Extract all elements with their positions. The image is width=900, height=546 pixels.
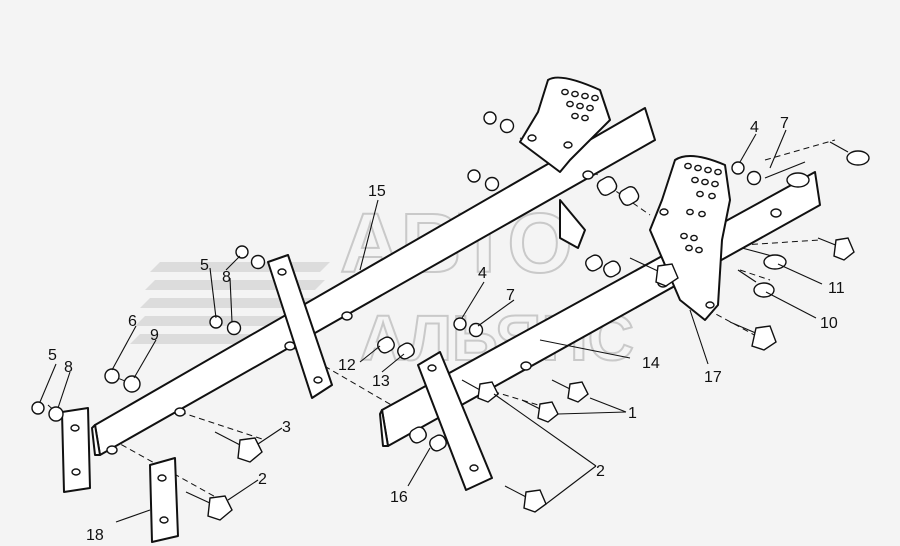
callout-17: 17 — [704, 369, 722, 386]
callout-11: 11 — [828, 280, 845, 297]
bracket-hole-pattern — [527, 88, 599, 149]
callout-9: 9 — [150, 327, 159, 344]
right-bracket-part-17 — [649, 155, 731, 321]
callout-18: 18 — [86, 527, 104, 544]
callout-8-center: 8 — [222, 269, 231, 286]
callout-14: 14 — [642, 355, 660, 372]
callout-6: 6 — [128, 313, 137, 330]
callout-1: 1 — [628, 405, 637, 422]
main-bar-part-15 — [91, 107, 656, 456]
callout-4-center: 4 — [478, 265, 487, 282]
callout-labels: 1 2 2 3 4 4 5 5 6 7 7 8 8 9 10 11 12 13 … — [48, 115, 845, 544]
pins — [737, 141, 870, 298]
callout-12: 12 — [338, 357, 356, 374]
upper-bracket — [519, 76, 611, 249]
callout-leaders — [39, 129, 823, 523]
vertical-plate-part-16 — [417, 351, 493, 491]
callout-7-center: 7 — [506, 287, 515, 304]
bolts — [185, 237, 855, 521]
callout-13: 13 — [372, 373, 390, 390]
bushings — [377, 176, 640, 452]
callout-2-left: 2 — [258, 471, 267, 488]
callout-2-right: 2 — [596, 463, 605, 480]
vertical-plate-left — [267, 254, 333, 399]
callout-5-center: 5 — [200, 257, 209, 274]
callout-10: 10 — [820, 315, 838, 332]
small-plates-part-18 — [61, 407, 179, 543]
callout-7-right: 7 — [780, 115, 789, 132]
callout-3: 3 — [282, 419, 291, 436]
callout-4-right: 4 — [750, 119, 759, 136]
nuts-and-washers — [31, 111, 762, 422]
callout-5-left: 5 — [48, 347, 57, 364]
right-bracket-hole-pattern — [659, 162, 722, 309]
callout-16: 16 — [390, 489, 408, 506]
callout-8-left: 8 — [64, 359, 73, 376]
callout-15: 15 — [368, 183, 386, 200]
